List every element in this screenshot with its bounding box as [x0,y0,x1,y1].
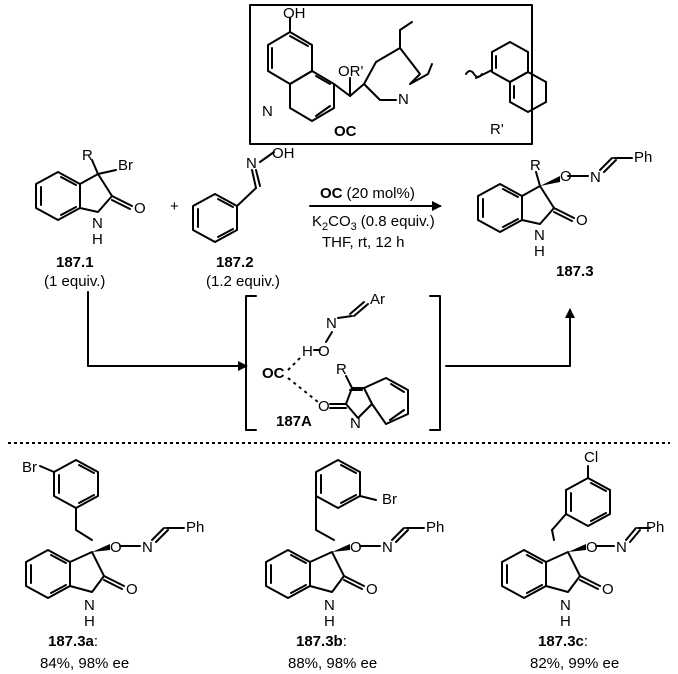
p-r-label: R [530,157,541,174]
right-bracket [429,295,441,431]
r2-equiv: (1.2 equiv.) [206,273,280,290]
example-187-3c: Cl O N Ph O N H 187.3c: 82%, 99% ee [501,449,664,672]
r1-r-label: R [82,147,93,164]
example-187-3b: Br O N Ph O N H 187.3b: 88%, 98% ee [265,459,444,672]
p-h-label: H [534,243,545,260]
ex-a-h: H [84,613,95,630]
quinoline-ring-b [289,70,335,122]
p-n-label: N [590,169,601,186]
example-187-3a: Br O N Ph O N H 187.3a: 84%, 98% ee [22,459,204,672]
hydroxy-label: OH [283,5,306,22]
plus-sign: + [170,198,179,215]
i-n-label: N [326,315,337,332]
ex-c-id: 187.3c: [538,633,588,650]
r2-n-label: N [246,155,257,172]
ex-b-nh: N [324,597,335,614]
reactant-187-2: N OH 187.2 (1.2 equiv.) [192,145,295,290]
ex-b-o2: O [366,581,378,598]
ex-b-n: N [382,539,393,556]
ex-b-sub-label: Br [382,491,397,508]
ex-c-nh: N [560,597,571,614]
conditions-catalyst-line: OC(20 mol%) [320,185,415,202]
r1-n-label: N [92,215,103,232]
i-o-label: O [318,343,330,360]
p-ph-label: Ph [634,149,652,166]
r1-h-label: H [92,231,103,248]
p-o1-label: O [560,168,572,185]
r2-oh-label: OH [272,145,295,162]
conditions-base-line: K2CO3(0.8 equiv.) [312,213,435,233]
ex-c-o1: O [586,539,598,556]
reactant-187-1: R Br O N H 187.1 (1 equiv.) [35,147,146,290]
ex-b-ph: Ph [426,519,444,536]
i-h-label: H [302,343,313,360]
or-prime-label: OR' [338,63,364,80]
ex-a-o2: O [126,581,138,598]
ex-c-sub-label: Cl [584,449,598,466]
naphthalene-ring-b [509,71,547,113]
p-o2-label: O [576,212,588,229]
to-intermediate-arrow [87,291,248,371]
i-ar-label: Ar [370,291,385,308]
ex-a-result: 84%, 98% ee [40,655,129,672]
i-o2-label: O [318,398,330,415]
catalyst-structure: OH N OR' N OC R' [249,4,547,145]
r1-br-label: Br [118,157,133,174]
left-bracket [245,295,257,431]
ex-c-ph: Ph [646,519,664,536]
quinoline-n-label: N [262,103,273,120]
i-oc-label: OC [262,365,285,382]
r1-equiv: (1 equiv.) [44,273,105,290]
quinuclidine-n-label: N [398,91,409,108]
intermediate-187A: Ar N H O OC R O N 187A [245,291,441,432]
ex-b-result: 88%, 98% ee [288,655,377,672]
ex-c-o2: O [602,581,614,598]
quinoline-ring-a [267,31,313,85]
ex-b-h: H [324,613,335,630]
ex-c-result: 82%, 99% ee [530,655,619,672]
reaction-conditions: OC(20 mol%) K2CO3(0.8 equiv.) THF, rt, 1… [309,185,442,251]
to-product-arrow [445,308,575,367]
ex-b-id: 187.3b: [296,633,347,650]
i-n2-label: N [350,415,361,432]
ex-a-nh: N [84,597,95,614]
r1-o-label: O [134,200,146,217]
ex-a-sub-label: Br [22,459,37,476]
ex-c-n: N [616,539,627,556]
ex-c-h: H [560,613,571,630]
r2-id: 187.2 [216,254,254,271]
i-id: 187A [276,413,312,430]
ex-a-o1: O [110,539,122,556]
product-187-3: R O N Ph O N H 187.3 [477,149,652,280]
r1-id: 187.1 [56,254,94,271]
i-r-label: R [336,361,347,378]
ex-a-id: 187.3a: [48,633,98,650]
p-nh-label: N [534,227,545,244]
ex-a-n: N [142,539,153,556]
catalyst-name: OC [334,123,357,140]
quinuclidine [363,21,433,101]
r-prime-label: R' [490,121,504,138]
ex-a-ph: Ph [186,519,204,536]
p-id: 187.3 [556,263,594,280]
ex-b-o1: O [350,539,362,556]
conditions-solvent-line: THF, rt, 12 h [322,234,405,251]
